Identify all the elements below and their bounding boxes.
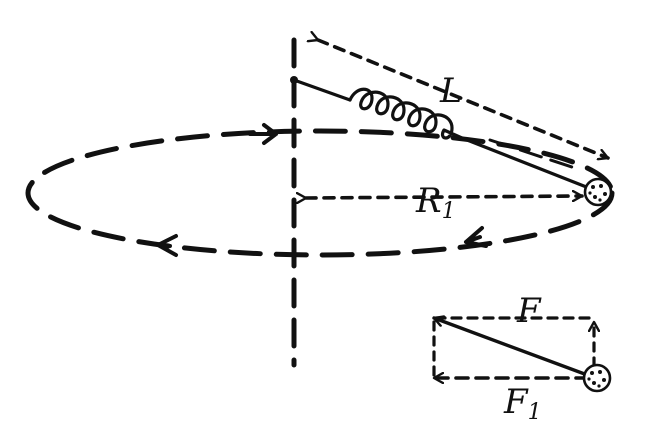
label-force: F (516, 291, 542, 331)
extension-dashed-line (488, 138, 577, 170)
force-diagram (432, 318, 612, 393)
label-length: L (439, 71, 463, 111)
pendulum-mass (583, 177, 613, 207)
force-mass (582, 363, 612, 393)
label-force-component: F1 (503, 382, 542, 425)
orbit-direction-arrow-right (464, 226, 488, 248)
pendulum-string (292, 78, 352, 102)
force-arrow (432, 318, 592, 378)
radius-dimension-arrow (306, 196, 584, 198)
length-dimension-arrow (318, 40, 610, 158)
orbit-path (25, 128, 615, 258)
orbit-direction-arrow-back (248, 123, 278, 145)
label-radius: R1 (415, 181, 456, 224)
orbit-direction-arrow-front (156, 234, 178, 257)
